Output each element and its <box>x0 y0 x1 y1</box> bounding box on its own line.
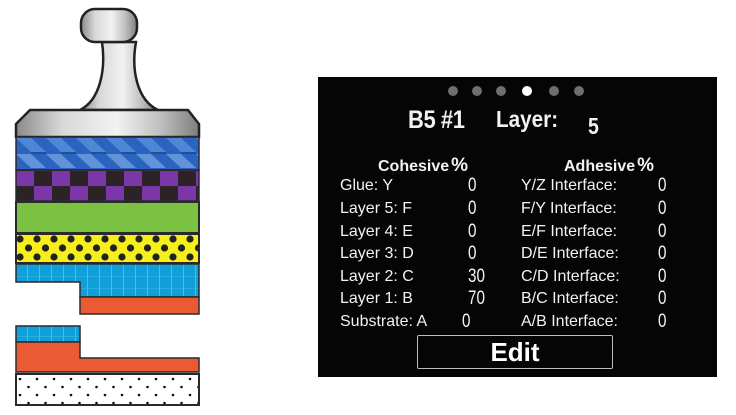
row-value: 0 <box>658 175 667 196</box>
cohesive-title: Cohesive <box>378 158 450 175</box>
adhesive-row: D/E Interface: 0 <box>521 243 711 265</box>
row-label: Layer 1: B <box>340 290 413 307</box>
page-dot-3[interactable] <box>496 86 506 96</box>
cohesive-header: Cohesive% <box>378 155 468 177</box>
row-label: Layer 2: C <box>340 268 414 285</box>
page-dot-2[interactable] <box>472 86 482 96</box>
row-value: 0 <box>658 221 667 242</box>
row-label: Substrate: A <box>340 313 428 330</box>
batch-id: B5 #1 <box>408 106 465 134</box>
dolly-icon <box>14 7 201 139</box>
row-label: Layer 5: F <box>340 200 413 217</box>
row-label: Glue: Y <box>340 177 394 194</box>
page-dot-1[interactable] <box>448 86 458 96</box>
row-label: Y/Z Interface: <box>521 177 618 194</box>
adhesive-row: B/C Interface: 0 <box>521 288 711 310</box>
adhesive-row: C/D Interface: 0 <box>521 266 711 288</box>
cohesive-row: Layer 3: D 0 <box>340 243 510 265</box>
adhesive-title: Adhesive <box>564 158 636 175</box>
row-label: E/F Interface: <box>521 223 618 240</box>
page-dot-6[interactable] <box>574 86 584 96</box>
page-dot-5[interactable] <box>549 86 559 96</box>
edit-button[interactable]: Edit <box>417 335 613 369</box>
layer-label: Layer: <box>496 106 559 132</box>
row-value: 0 <box>462 311 471 332</box>
row-value: 0 <box>658 288 667 309</box>
adhesive-row: F/Y Interface: 0 <box>521 198 711 220</box>
row-label: D/E Interface: <box>521 245 619 262</box>
layer-stack-diagram <box>0 0 220 415</box>
row-label: B/C Interface: <box>521 290 619 307</box>
row-value: 0 <box>658 266 667 287</box>
page-indicator[interactable] <box>318 86 717 98</box>
adhesive-row: E/F Interface: 0 <box>521 221 711 243</box>
cohesive-row: Layer 2: C 30 <box>340 266 510 288</box>
cohesive-row: Layer 5: F 0 <box>340 198 510 220</box>
row-value: 0 <box>468 175 477 196</box>
row-value: 0 <box>468 243 477 264</box>
row-value: 0 <box>468 221 477 242</box>
row-label: F/Y Interface: <box>521 200 617 217</box>
page-dot-4-active[interactable] <box>522 86 532 96</box>
row-value: 30 <box>468 266 485 287</box>
row-label: C/D Interface: <box>521 268 620 285</box>
gauge-screen: B5 #1 Layer: 5 Cohesive% Adhesive% Glue:… <box>318 77 717 377</box>
title-row: B5 #1 Layer: 5 <box>318 103 717 139</box>
row-value: 70 <box>468 288 485 309</box>
adhesive-row: A/B Interface: 0 <box>521 311 711 333</box>
row-value: 0 <box>658 198 667 219</box>
adhesive-header: Adhesive% <box>564 155 654 177</box>
cohesive-row: Layer 1: B 70 <box>340 288 510 310</box>
row-label: Layer 4: E <box>340 223 413 240</box>
adhesive-row: Y/Z Interface: 0 <box>521 175 711 197</box>
row-value: 0 <box>468 198 477 219</box>
row-value: 0 <box>658 243 667 264</box>
percent-symbol: % <box>451 155 469 176</box>
cohesive-row: Substrate: A 0 <box>340 311 510 333</box>
cohesive-row: Layer 4: E 0 <box>340 221 510 243</box>
layer-count: 5 <box>588 113 599 139</box>
row-label: Layer 3: D <box>340 245 414 262</box>
row-value: 0 <box>658 311 667 332</box>
cohesive-row: Glue: Y 0 <box>340 175 510 197</box>
row-label: A/B Interface: <box>521 313 618 330</box>
percent-symbol: % <box>637 155 655 176</box>
